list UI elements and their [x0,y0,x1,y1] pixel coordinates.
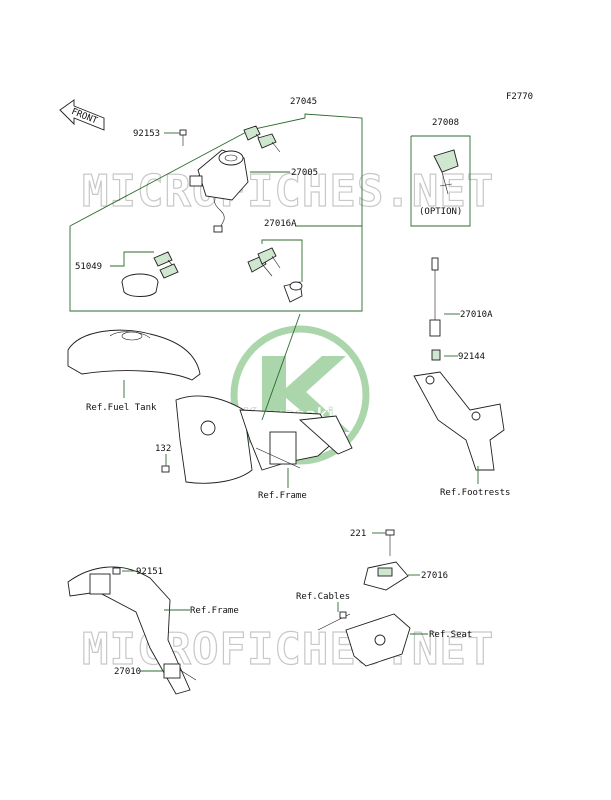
part-221-label: 221 [350,529,366,539]
part-27005-label: 27005 [291,168,318,178]
part-27010A-label: 27010A [460,310,493,320]
bolt-132 [161,465,170,473]
fuel-cap-51049 [121,251,179,297]
part-51049-label: 51049 [75,262,102,272]
part-92151-label: 92151 [136,567,163,577]
part-27016-label: 27016 [421,571,448,581]
frame-lower-left [67,566,191,695]
ref-seat: Ref.Seat [429,630,472,640]
seat-bracket [345,613,411,667]
option-box-27008 [410,135,471,227]
footrest-bracket [413,371,505,471]
part-27045-label: 27045 [290,97,317,107]
sensor-27010A [429,257,441,337]
ref-frame-top: Ref.Frame [258,491,307,501]
cable [317,611,351,631]
part-27016A-label: 27016A [264,219,297,229]
spring-92144 [431,349,441,361]
bracket-27045 [69,113,363,312]
fuel-tank [67,329,201,381]
part-92144-label: 92144 [458,352,485,362]
key-set-27016A [247,247,303,303]
part-132-label: 132 [155,444,171,454]
bolt-92151 [112,567,121,575]
key-icon [243,125,281,153]
ignition-switch-27005 [189,149,249,233]
figure-code: F2770 [506,92,533,102]
front-arrow-icon: FRONT [59,99,105,131]
ref-fuel-tank: Ref.Fuel Tank [86,403,157,413]
bolt-92153 [179,129,187,146]
part-27010-label: 27010 [114,667,141,677]
ref-cables: Ref.Cables [296,592,350,602]
part-27008-label: 27008 [432,118,459,128]
frame-center [175,395,353,484]
option-label: (OPTION) [419,207,462,217]
ref-footrests: Ref.Footrests [440,488,510,498]
bolt-221 [385,529,395,556]
seat-lock-27016 [363,561,409,591]
ref-frame-bottom: Ref.Frame [190,606,239,616]
watermark-top: MICROFICHES.NET [82,166,494,217]
part-92153-label: 92153 [133,129,160,139]
